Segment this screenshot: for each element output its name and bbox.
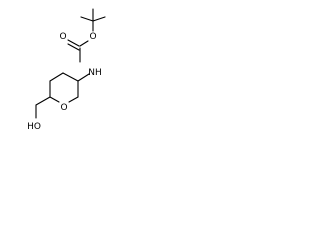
hydroxymethyl-group: HO [27, 96, 51, 132]
amine-label: NH [88, 68, 102, 78]
nitrogen-to-ring-bond [77, 73, 90, 82]
ester-oxygen-label: O [89, 32, 96, 42]
ring-bond-c4-c5 [49, 72, 64, 82]
ring-bond-c3-c4 [62, 72, 79, 82]
tbu-methyl-right-bond [92, 16, 106, 22]
carbonyl-oxygen-label: O [59, 32, 66, 42]
carbonyl-double-bond-a [67, 39, 80, 47]
hydroxyl-label: HO [27, 122, 41, 132]
carbamate-group: O O NH [59, 32, 101, 78]
ester-oxygen-to-carbonyl-bond [79, 40, 89, 47]
ring-to-ch2-bond [35, 96, 51, 106]
ring-oxygen-label: O [60, 103, 67, 113]
tbu-methyl-left-bond [80, 16, 94, 22]
ring-bond-c6-o [49, 96, 60, 103]
carbonyl-double-bond-b [67, 43, 80, 51]
chemical-structure-diagram: O O NH O HO [27, 8, 106, 132]
tert-butyl-group [80, 8, 106, 32]
tetrahydropyran-ring: O [49, 72, 90, 113]
ring-bond-o-c2 [68, 96, 79, 103]
